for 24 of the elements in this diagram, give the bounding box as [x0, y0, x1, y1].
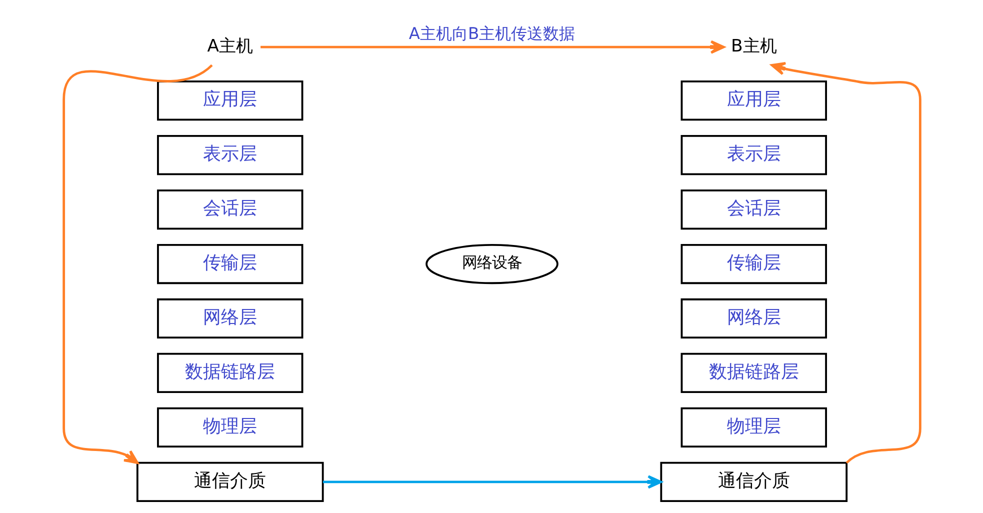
- node-box: 物理层: [680, 407, 826, 448]
- node-box: 数据链路层: [156, 352, 303, 394]
- node-text: B主机: [730, 36, 776, 56]
- arrow: [770, 62, 921, 464]
- node-box: 会话层: [680, 189, 826, 230]
- node-box: 通信介质: [136, 462, 324, 502]
- arrow: [260, 40, 724, 54]
- node-box: 表示层: [680, 134, 826, 176]
- node-box: 通信介质: [660, 462, 848, 502]
- node-ellipse: 网络设备: [425, 244, 558, 284]
- edge-label: A主机向B主机传送数据: [408, 24, 575, 44]
- node-text: A主机: [206, 36, 253, 56]
- node-box: 表示层: [156, 134, 303, 176]
- node-box: 网络层: [156, 298, 303, 339]
- node-box: 传输层: [156, 244, 303, 284]
- arrow: [62, 64, 212, 464]
- node-box: 会话层: [156, 189, 303, 230]
- node-box: 物理层: [156, 407, 303, 448]
- node-box: 传输层: [680, 244, 826, 284]
- arrow: [322, 475, 662, 489]
- node-box: 数据链路层: [680, 352, 826, 394]
- node-box: 应用层: [156, 80, 303, 121]
- node-box: 应用层: [680, 80, 826, 121]
- node-box: 网络层: [680, 298, 826, 339]
